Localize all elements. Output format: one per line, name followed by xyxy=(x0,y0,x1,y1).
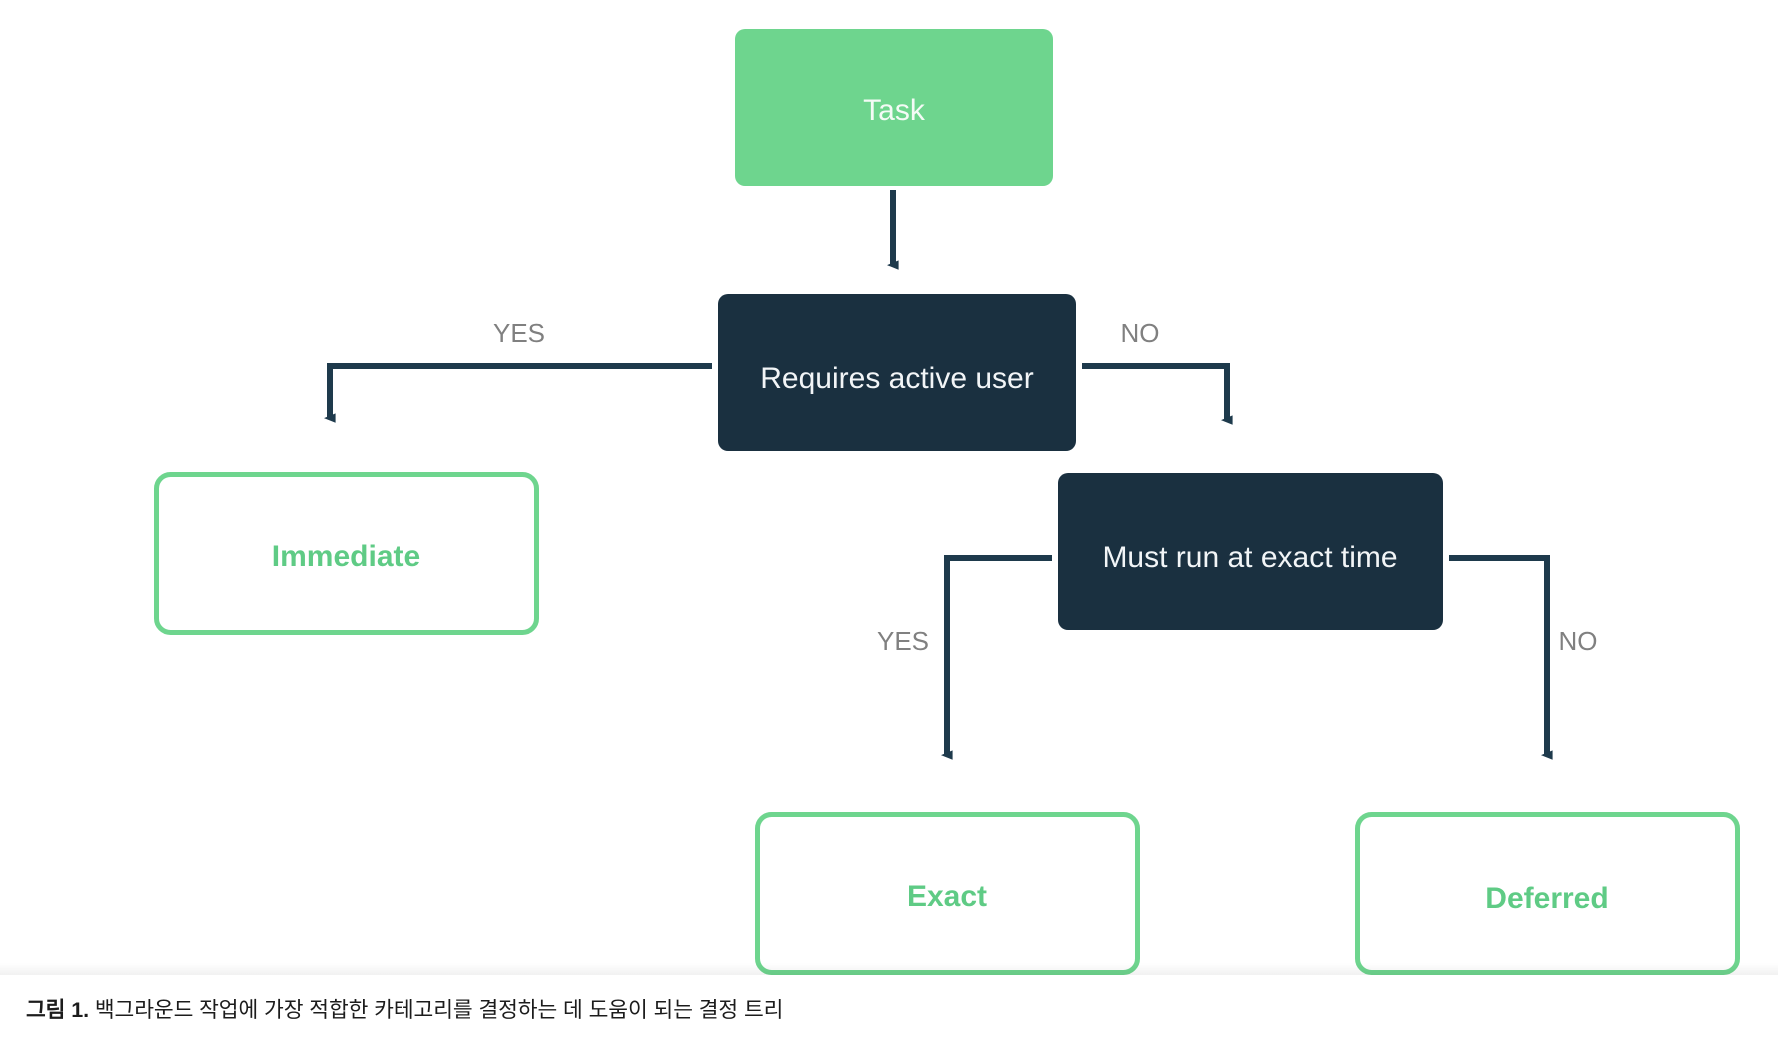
node-immediate-shape xyxy=(154,472,539,635)
node-exact-label: Exact xyxy=(907,880,987,913)
connector-group: Immediate (left, elbow then down) --> Mu… xyxy=(324,190,1553,760)
node-deferred-shape xyxy=(1355,812,1740,975)
node-requires-active-user-shape xyxy=(718,294,1076,451)
edge-label-yes-bottom: YES xyxy=(877,626,929,656)
node-exact[interactable]: Exact xyxy=(755,812,1140,975)
edge-label-yes-top: YES xyxy=(493,318,545,348)
edge-exacttime-yes-exact xyxy=(941,555,1052,760)
node-exact-shape xyxy=(755,812,1140,975)
node-task-shape xyxy=(735,29,1053,186)
figure-caption-description: 백그라운드 작업에 가장 적합한 카테고리를 결정하는 데 도움이 되는 결정 … xyxy=(88,998,784,1022)
decision-tree-diagram: Immediate (left, elbow then down) --> Mu… xyxy=(154,29,1740,975)
node-immediate-label: Immediate xyxy=(272,540,420,573)
node-immediate[interactable]: Immediate xyxy=(154,472,539,635)
node-deferred[interactable]: Deferred xyxy=(1355,812,1740,975)
edge-requires-yes-immediate xyxy=(324,363,712,423)
node-task-label: Task xyxy=(863,94,926,127)
edge-label-no-bottom: NO xyxy=(1559,626,1598,656)
edge-label-no-top: NO xyxy=(1121,318,1160,348)
node-deferred-label: Deferred xyxy=(1485,882,1608,915)
node-requires-active-user-label: Requires active user xyxy=(760,362,1033,395)
node-must-run-at-exact-time-shape xyxy=(1058,473,1443,630)
node-must-run-at-exact-time[interactable]: Must run at exact time xyxy=(1058,473,1443,630)
node-must-run-at-exact-time-label: Must run at exact time xyxy=(1102,541,1397,574)
edge-requires-no-exacttime xyxy=(1082,363,1233,425)
edge-label-group: YES NO YES NO xyxy=(493,318,1598,656)
edge-exacttime-no-deferred xyxy=(1449,555,1553,760)
figure-caption-bar: 그림 1. 백그라운드 작업에 가장 적합한 카테고리를 결정하는 데 도움이 … xyxy=(0,975,1778,1042)
node-requires-active-user[interactable]: Requires active user xyxy=(718,294,1076,451)
figure-caption-number: 그림 1. xyxy=(26,998,89,1022)
figure-caption: 그림 1. 백그라운드 작업에 가장 적합한 카테고리를 결정하는 데 도움이 … xyxy=(26,993,783,1024)
node-task[interactable]: Task xyxy=(735,29,1053,186)
